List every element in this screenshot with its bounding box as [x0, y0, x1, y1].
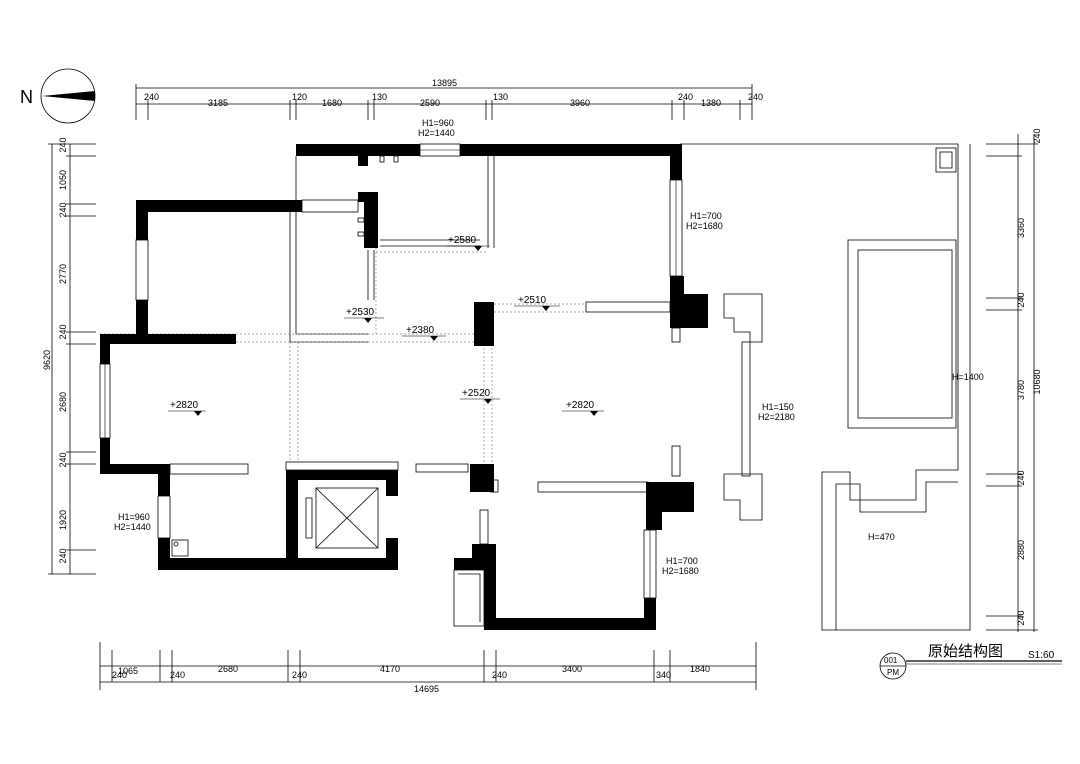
level-marker: +2530: [344, 307, 384, 323]
top-dimensions: 13895 240 3185 120 1680 130 2590 130 396…: [135, 78, 763, 120]
balcony-h1: H1=150: [762, 402, 794, 412]
planter-box: [847, 239, 957, 429]
dim-right-1: 240: [1032, 128, 1042, 143]
level-marker: +2380: [402, 325, 446, 341]
balcony-h2: H2=2180: [758, 412, 795, 422]
dim-bottom-10: 340: [656, 670, 671, 680]
ceiling-dashed-lines: [100, 248, 586, 462]
level-text: +2530: [346, 307, 375, 318]
dim-bottom-1: 1065: [118, 666, 138, 676]
level-text: +2580: [448, 235, 477, 246]
drawing-title: 原始结构图: [928, 642, 1003, 660]
dim-bottom-3: 4170: [380, 664, 400, 674]
level-text: +2510: [518, 295, 547, 306]
dim-bottom-total: 14695: [414, 684, 439, 694]
dim-left-3: 240: [58, 202, 68, 217]
level-marker: +2580: [446, 235, 490, 251]
north-window-h1: H1=700: [690, 211, 722, 221]
dim-bottom-2: 2680: [218, 664, 238, 674]
level-text: +2820: [170, 400, 199, 411]
left-dimensions: 240 1050 240 2770 240 2680 240 1920 240 …: [42, 137, 96, 575]
level-marker: +2820: [562, 400, 604, 416]
dim-top-6: 2590: [420, 98, 440, 108]
dim-left-2: 1050: [58, 170, 68, 190]
dim-top-3: 120: [292, 92, 307, 102]
walls: [100, 144, 708, 630]
level-text: +2820: [566, 400, 595, 411]
level-text: +2380: [406, 325, 435, 336]
south-window-h2: H2=1680: [662, 566, 699, 576]
level-marker: +2820: [168, 400, 206, 416]
dim-right-2: 3360: [1016, 218, 1026, 238]
dim-top-11: 240: [748, 92, 763, 102]
level-marker: +2510: [514, 295, 560, 311]
terrace-outline: [680, 143, 971, 631]
windows: [99, 143, 683, 599]
dim-top-8: 3960: [570, 98, 590, 108]
north-compass: N: [20, 68, 96, 124]
dim-top-7: 130: [493, 92, 508, 102]
dim-top-1: 240: [144, 92, 159, 102]
dim-left-5: 240: [58, 324, 68, 339]
dim-left-7: 240: [58, 452, 68, 467]
dim-top-10: 1380: [701, 98, 721, 108]
dim-left-8: 1920: [58, 510, 68, 530]
right-dimensions: 240 3360 240 3780 240 2880 240 10680: [986, 128, 1042, 632]
title-block: 001 PM 原始结构图 S1:60: [879, 642, 1062, 680]
dim-bottom-9: 240: [492, 670, 507, 680]
drain-box: [935, 147, 957, 173]
terrace-h1400: H=1400: [952, 372, 984, 382]
dim-bottom-8: 240: [292, 670, 307, 680]
dim-top-2: 3185: [208, 98, 228, 108]
north-arrow-icon: [42, 91, 95, 101]
dim-bottom-4: 3400: [562, 664, 582, 674]
north-window-h2: H2=1680: [686, 221, 723, 231]
dim-left-6: 2680: [58, 392, 68, 412]
drawing-number: 001: [884, 656, 898, 665]
dim-left-total: 9620: [42, 350, 52, 370]
level-markers: +2580 +2510 +2530 +2380 +2820 +2520: [168, 235, 604, 416]
dim-left-4: 2770: [58, 264, 68, 284]
dim-top-total: 13895: [432, 78, 457, 88]
height-annotations: H1=960 H2=1440 H1=700 H2=1680 H1=700 H2=…: [114, 118, 984, 576]
dim-right-6: 2880: [1016, 540, 1026, 560]
dim-right-5: 240: [1016, 470, 1026, 485]
dim-top-9: 240: [678, 92, 693, 102]
west-window-h1: H1=960: [118, 512, 150, 522]
dim-left-1: 240: [58, 137, 68, 152]
south-window-h1: H1=700: [666, 556, 698, 566]
dim-bottom-6: 240: [112, 670, 127, 680]
level-text: +2520: [462, 388, 491, 399]
terrace-h470: H=470: [868, 532, 895, 542]
dim-right-3: 240: [1016, 292, 1026, 307]
west-window-h2: H2=1440: [114, 522, 151, 532]
dim-left-9: 240: [58, 548, 68, 563]
top-window-h2: H2=1440: [418, 128, 455, 138]
bottom-dimensions: 1065 2680 4170 3400 1840 240 240 240 240…: [99, 642, 757, 694]
dim-bottom-7: 240: [170, 670, 185, 680]
drawing-sub: PM: [887, 668, 899, 677]
dim-right-7: 240: [1016, 610, 1026, 625]
dim-right-total: 10680: [1032, 369, 1042, 394]
level-marker: +2520: [460, 388, 500, 404]
dim-bottom-5: 1840: [690, 664, 710, 674]
elevator-shaft-icon: [305, 487, 379, 549]
drawing-scale: S1:60: [1028, 650, 1055, 661]
dim-top-4: 1680: [322, 98, 342, 108]
dim-right-4: 3780: [1016, 380, 1026, 400]
compass-label: N: [20, 87, 33, 107]
top-window-h1: H1=960: [422, 118, 454, 128]
dim-top-5: 130: [372, 92, 387, 102]
